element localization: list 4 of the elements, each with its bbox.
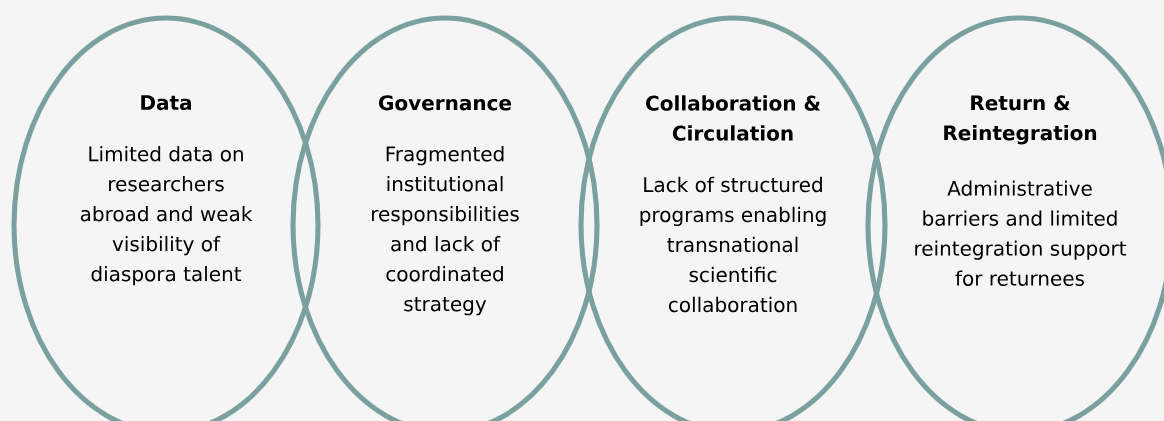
ellipse-text: Governance Fragmented institutional responsibilities and lack of coordinated strategy — [372, 95, 519, 316]
ellipse-text: Data Limited data on researchers abroad and weak visibility of diaspora talent — [80, 95, 253, 286]
ellipse-text: Collaboration & Circulation Lack of structured programs enabling transnational scientific collaboration — [640, 95, 826, 313]
ellipse-text: Return & Reintegration Administrative barriers and limited reintegration support for returnees — [915, 95, 1127, 286]
